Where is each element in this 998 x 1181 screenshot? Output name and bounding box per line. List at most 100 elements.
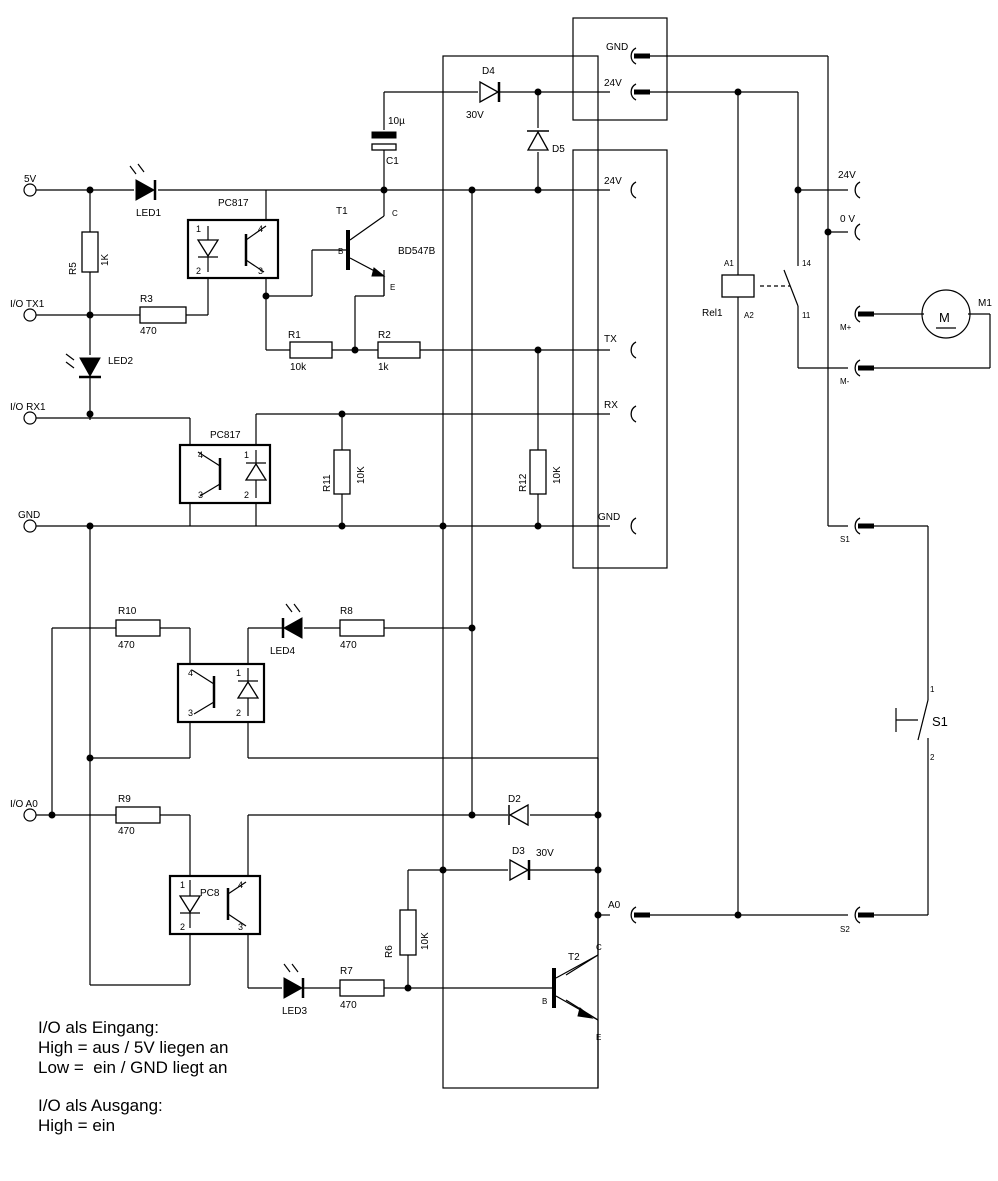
label-t2-e: E bbox=[596, 1033, 601, 1042]
svg-text:4: 4 bbox=[188, 668, 193, 678]
resistor-r3 bbox=[139, 306, 187, 324]
label-t2-c: C bbox=[596, 943, 602, 952]
label-r8-val: 470 bbox=[340, 640, 357, 651]
transistor-t2 bbox=[552, 954, 599, 1021]
svg-text:1: 1 bbox=[196, 224, 201, 234]
svg-text:1: 1 bbox=[180, 880, 185, 890]
optocoupler-bottom bbox=[168, 874, 262, 936]
label-r1: R1 bbox=[288, 330, 301, 341]
label-r1-val: 10k bbox=[290, 362, 307, 373]
label-s1-terminal: S1 bbox=[840, 535, 850, 544]
label-d2: D2 bbox=[508, 794, 521, 805]
svg-text:2: 2 bbox=[244, 490, 249, 500]
svg-text:3: 3 bbox=[258, 266, 263, 276]
input-terminals bbox=[23, 183, 37, 822]
io-notes: I/O als Eingang: High = aus / 5V liegen … bbox=[38, 1018, 228, 1136]
resistor-r10 bbox=[115, 619, 161, 637]
label-contact11: 11 bbox=[802, 311, 811, 320]
note-line-5: High = ein bbox=[38, 1116, 116, 1135]
label-t1-b: B bbox=[338, 247, 343, 256]
note-line-3: Low = ein / GND liegt an bbox=[38, 1058, 228, 1077]
label-r7-val: 470 bbox=[340, 1000, 357, 1011]
label-r11: R11 bbox=[322, 474, 333, 492]
label-r6-val: 10K bbox=[420, 932, 431, 950]
optocoupler-top bbox=[186, 218, 280, 280]
svg-text:2: 2 bbox=[236, 708, 241, 718]
transistor-t1 bbox=[346, 215, 386, 296]
label-m-plus: M+ bbox=[840, 323, 852, 332]
diodes bbox=[65, 80, 550, 999]
label-pc817-top: PC817 bbox=[218, 198, 249, 209]
label-d4-val: 30V bbox=[466, 110, 484, 121]
resistors bbox=[81, 231, 547, 997]
switch-s1 bbox=[895, 699, 929, 741]
note-line-4: I/O als Ausgang: bbox=[38, 1096, 163, 1115]
label-gnd: GND bbox=[18, 510, 40, 521]
label-r9: R9 bbox=[118, 794, 131, 805]
resistor-r8 bbox=[339, 619, 385, 637]
resistor-r6 bbox=[399, 909, 417, 956]
label-r8: R8 bbox=[340, 606, 353, 617]
terminal-box-middle bbox=[572, 149, 668, 569]
relay-coil bbox=[721, 274, 755, 298]
label-r11-val: 10K bbox=[356, 466, 367, 484]
label-board-24v: 24V bbox=[604, 78, 622, 89]
label-d3: D3 bbox=[512, 846, 525, 857]
main-board-outline bbox=[442, 55, 599, 1089]
svg-text:4: 4 bbox=[198, 450, 203, 460]
label-pc817-mid: PC817 bbox=[210, 430, 241, 441]
label-a2: A2 bbox=[744, 311, 754, 320]
label-board-gnd2: GND bbox=[598, 512, 620, 523]
label-board-gnd: GND bbox=[606, 42, 628, 53]
label-t1-c: C bbox=[392, 209, 398, 218]
label-rel1: Rel1 bbox=[702, 308, 723, 319]
optocoupler-middle bbox=[178, 443, 272, 505]
label-io-rx1: I/O RX1 bbox=[10, 402, 46, 413]
label-right-24v: 24V bbox=[838, 170, 856, 181]
label-t2: T2 bbox=[568, 952, 580, 963]
label-m-minus: M- bbox=[840, 377, 850, 386]
resistor-r11 bbox=[333, 449, 351, 495]
label-contact14: 14 bbox=[802, 259, 811, 268]
label-sw1: 1 bbox=[930, 685, 935, 694]
label-r10-val: 470 bbox=[118, 640, 135, 651]
label-r3: R3 bbox=[140, 294, 153, 305]
label-led2: LED2 bbox=[108, 356, 133, 367]
label-r5-val: 1K bbox=[100, 253, 111, 266]
board-jacks bbox=[630, 47, 874, 924]
resistor-r7 bbox=[339, 979, 385, 997]
label-t1-e: E bbox=[390, 283, 395, 292]
label-board-a0: A0 bbox=[608, 900, 621, 911]
resistor-r9 bbox=[115, 806, 161, 824]
label-r12: R12 bbox=[518, 473, 529, 492]
label-c1: C1 bbox=[386, 156, 399, 167]
label-d5: D5 bbox=[552, 144, 565, 155]
label-d3-val: 30V bbox=[536, 848, 554, 859]
label-c1-val: 10µ bbox=[388, 116, 405, 127]
capacitor-c1 bbox=[371, 131, 397, 151]
labels: 5V I/O TX1 I/O RX1 GND I/O A0 GND 24V 24… bbox=[10, 42, 992, 1042]
label-io-tx1: I/O TX1 bbox=[10, 299, 45, 310]
label-a1: A1 bbox=[724, 259, 734, 268]
label-m1: M1 bbox=[978, 298, 992, 309]
label-io-a0: I/O A0 bbox=[10, 799, 38, 810]
resistor-r1 bbox=[289, 341, 333, 359]
label-motor-m: M bbox=[939, 310, 950, 325]
label-led1: LED1 bbox=[136, 208, 161, 219]
label-r5: R5 bbox=[68, 262, 79, 275]
label-r2-val: 1k bbox=[378, 362, 390, 373]
resistor-r12 bbox=[529, 449, 547, 495]
optocoupler-input bbox=[176, 662, 266, 724]
label-sw2: 2 bbox=[930, 753, 935, 762]
label-t2-b: B bbox=[542, 997, 547, 1006]
svg-text:2: 2 bbox=[180, 922, 185, 932]
label-r9-val: 470 bbox=[118, 826, 135, 837]
resistor-r5 bbox=[81, 231, 99, 273]
svg-text:1: 1 bbox=[236, 668, 241, 678]
terminal-box-top bbox=[572, 17, 668, 121]
resistor-r2 bbox=[377, 341, 421, 359]
label-s2-terminal: S2 bbox=[840, 925, 850, 934]
motor-symbol bbox=[921, 289, 971, 339]
junctions bbox=[48, 88, 832, 992]
